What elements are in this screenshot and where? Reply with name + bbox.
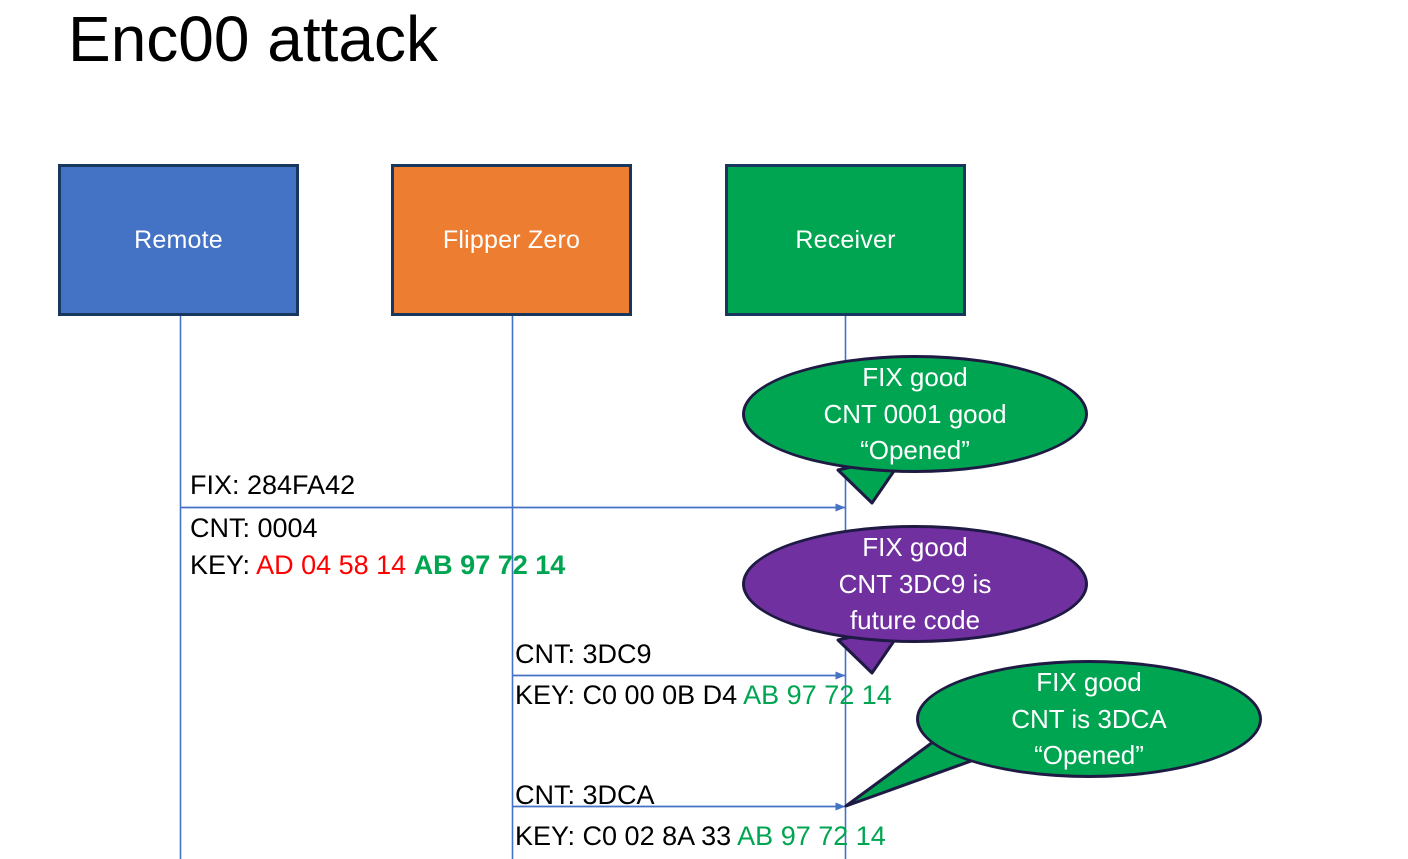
msg-2-key-green: AB 97 72 14 (743, 680, 892, 710)
msg-3-key-green: AB 97 72 14 (737, 821, 886, 851)
bubble-3-line-1: FIX good (1036, 666, 1142, 697)
bubble-3-line-2: CNT is 3DCA (1011, 703, 1167, 734)
bubble-1-line-2: CNT 0001 good (823, 398, 1007, 429)
actor-box-receiver[interactable]: Receiver (725, 164, 966, 316)
msg-1-key-prefix: KEY: (190, 550, 257, 580)
speech-bubble-receiver-ok-2: FIX good CNT is 3DCA “Opened” (916, 660, 1262, 778)
msg-1-key-red: AD 04 58 14 (256, 550, 407, 580)
bubble-3-line-3: “Opened” (1034, 740, 1144, 771)
msg-1-fix-label: FIX: 284FA42 (190, 470, 356, 500)
msg-3-key-prefix: KEY: C0 02 8A 33 (515, 821, 738, 851)
actor-label-receiver: Receiver (795, 225, 896, 254)
msg-1-key-label: KEY: AD 04 58 14 AB 97 72 14 (190, 551, 565, 579)
bubble-1-line-1: FIX good (862, 361, 968, 392)
bubble-2-line-3: future code (849, 605, 981, 636)
msg-3-key-label: KEY: C0 02 8A 33 AB 97 72 14 (515, 822, 886, 850)
msg-2-key-prefix: KEY: C0 00 0B D4 (515, 680, 744, 710)
speech-bubble-receiver-future-code: FIX good CNT 3DC9 is future code (742, 525, 1088, 643)
speech-bubble-receiver-ok-1: FIX good CNT 0001 good “Opened” (742, 355, 1088, 473)
msg-3-cnt-label: CNT: 3DCA (515, 780, 655, 810)
actor-label-remote: Remote (134, 225, 223, 254)
msg-2-cnt-label: CNT: 3DC9 (515, 639, 652, 669)
msg-1-key-green: AB 97 72 14 (413, 550, 566, 580)
actor-label-flipper: Flipper Zero (442, 225, 581, 254)
msg-1-key-gap (406, 550, 414, 580)
actor-box-remote[interactable]: Remote (58, 164, 299, 316)
page-title: Enc00 attack (68, 3, 438, 75)
msg-1-cnt-label: CNT: 0004 (190, 513, 318, 543)
bubble-2-line-1: FIX good (862, 531, 968, 562)
actor-box-flipper[interactable]: Flipper Zero (391, 164, 632, 316)
msg-2-key-label: KEY: C0 00 0B D4 AB 97 72 14 (515, 681, 892, 709)
bubble-1-line-3: “Opened” (860, 435, 970, 466)
bubble-2-line-2: CNT 3DC9 is (838, 568, 992, 599)
